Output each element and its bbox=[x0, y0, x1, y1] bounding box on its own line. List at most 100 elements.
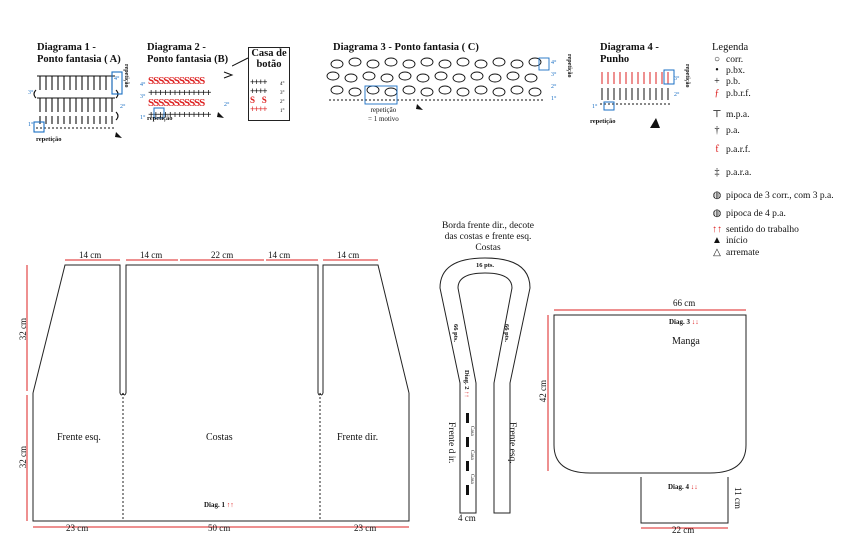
buttonhole-label: Casa bbox=[469, 474, 474, 484]
dim-back-neck: 22 cm bbox=[211, 250, 234, 260]
diagram1-row-2: 2° bbox=[120, 103, 126, 110]
diagram1-rep-side: repetição bbox=[123, 64, 129, 88]
buttonhole-box: Casa de botão bbox=[248, 47, 290, 121]
diagram1-chart: 1° 2° 3° 4° bbox=[28, 71, 126, 138]
dim-cuff-width: 22 cm bbox=[672, 525, 695, 535]
diagram2-row-4: 4° bbox=[140, 81, 146, 88]
svg-text:++++: ++++ bbox=[250, 77, 267, 87]
legend-item: ◍pipoca de 4 p.a. bbox=[712, 208, 786, 219]
half-double-icon: ⊤ bbox=[712, 109, 722, 120]
diagram1-title-line1: Diagrama 1 - bbox=[37, 42, 96, 53]
border-pts-right: 66 pts. bbox=[503, 324, 510, 343]
piece-left-front: Frente esq. bbox=[57, 432, 101, 443]
slip-stitch-icon: • bbox=[715, 65, 719, 76]
legend-item: ↑↑sentido do trabalho bbox=[712, 224, 799, 235]
border-band bbox=[439, 257, 531, 514]
start-icon: ▲ bbox=[712, 235, 722, 246]
diagram2-rep-label: repetição bbox=[147, 115, 173, 122]
legend-item: ◍pipoca de 3 corr., com 3 p.a. bbox=[712, 190, 834, 201]
diagram3-rep-line2: = 1 motivo bbox=[368, 115, 399, 123]
diagram1-title: Diagrama 1 - Ponto fantasia ( A) bbox=[37, 42, 121, 66]
diagram4-row-2: 2° bbox=[674, 91, 680, 98]
diagram3-rep-line1: repetição bbox=[370, 106, 397, 114]
legend-item: •p.bx. bbox=[712, 65, 745, 76]
dim-left-shoulder: 14 cm bbox=[79, 250, 102, 260]
direction-arrows-icon: ↓↓ bbox=[691, 318, 699, 326]
svg-text:SSSSSSSSSSS: SSSSSSSSSSS bbox=[148, 75, 205, 87]
dim-back-bottom: 50 cm bbox=[208, 523, 231, 533]
diagram4-chart: 1° 2° 3° bbox=[592, 69, 680, 111]
buttonhole-title-line1: Casa de bbox=[251, 48, 287, 59]
dim-sleeve-height: 42 cm bbox=[538, 380, 548, 403]
diagram1-rep-label: repetição bbox=[36, 136, 62, 143]
diagram1-row-4: 4° bbox=[114, 75, 120, 82]
legend-item: ○corr. bbox=[713, 54, 744, 65]
diagram2-title-line1: Diagrama 2 - bbox=[147, 42, 206, 53]
border-front-right: Frente d ir. bbox=[446, 422, 456, 464]
diagram3-chart: 1° 2° 3° 4° bbox=[326, 57, 557, 110]
dim-left-bottom: 23 cm bbox=[66, 523, 89, 533]
sleeve-diag3: Diag. 3 ↓↓ bbox=[669, 318, 699, 326]
dim-upper-height: 32 cm bbox=[18, 318, 28, 341]
legend-title: Legenda bbox=[712, 42, 749, 53]
chain-icon: ○ bbox=[713, 54, 721, 65]
diagram2-row-1: 1° bbox=[140, 114, 146, 121]
border-title: Borda frente dir., decote das costas e f… bbox=[430, 221, 546, 254]
dim-right-bottom: 23 cm bbox=[354, 523, 377, 533]
back-outline bbox=[125, 264, 319, 393]
start-arrow-icon bbox=[416, 104, 423, 110]
diagram4-title-line2: Punho bbox=[600, 54, 630, 65]
left-front-outline bbox=[32, 264, 121, 394]
diagram1-title-line2: Ponto fantasia ( A) bbox=[37, 54, 121, 65]
finish-icon: △ bbox=[713, 247, 721, 258]
direction-arrows-icon: ↑↑ bbox=[463, 391, 470, 398]
svg-text:++++: ++++ bbox=[250, 104, 267, 114]
diagram2-title-line2: Ponto fantasia (B) bbox=[147, 54, 229, 65]
legend-item: ⊤m.p.a. bbox=[712, 109, 750, 120]
buttonhole-connector bbox=[232, 57, 249, 67]
buttonhole-row-1: 1° bbox=[280, 109, 285, 114]
buttonhole-row-3: 3° bbox=[280, 91, 285, 96]
border-pts-top: 16 pts. bbox=[476, 262, 495, 269]
diagram3-row-1: 1° bbox=[551, 95, 557, 102]
diagram3-rep-side: repetição bbox=[566, 54, 572, 78]
start-arrow-icon bbox=[115, 132, 122, 138]
buttonhole-row-2: 2° bbox=[280, 100, 285, 105]
legend-item: †p.a. bbox=[712, 125, 740, 136]
legend-item: ‡p.a.r.a. bbox=[712, 167, 752, 178]
popcorn-icon: ◍ bbox=[712, 208, 722, 219]
dim-right-neck: 14 cm bbox=[268, 250, 291, 260]
svg-text:++++: ++++ bbox=[250, 86, 267, 96]
diagram2-row-2: 2° bbox=[224, 101, 230, 108]
direction-arrows-icon: ↑↑ bbox=[226, 501, 234, 509]
border-title-costas: Costas bbox=[475, 243, 501, 253]
start-arrow-icon bbox=[650, 118, 660, 128]
diagram1-stitches bbox=[33, 75, 119, 129]
diagram4-row-1: 1° bbox=[592, 103, 598, 110]
diagram4-title: Diagrama 4 - Punho bbox=[600, 42, 659, 66]
body-schematic bbox=[26, 259, 410, 528]
diagram1-row-1: 1° bbox=[28, 121, 34, 128]
dim-sleeve-top: 66 cm bbox=[673, 298, 696, 308]
dim-left-neck: 14 cm bbox=[140, 250, 163, 260]
buttonhole-label: Casa bbox=[469, 426, 474, 436]
dim-right-shoulder: 14 cm bbox=[337, 250, 360, 260]
border-diag-note: Diag. 2 ↑↑ bbox=[463, 370, 470, 398]
buttonhole-label: Casa bbox=[469, 450, 474, 460]
diagram3-row-3: 3° bbox=[551, 71, 557, 78]
diagram2-chart: SSSSSSSSSSS +++++++++++++ SSSSSSSSSSS ++… bbox=[140, 71, 234, 121]
svg-text:SSSSSSSSSSS: SSSSSSSSSSS bbox=[148, 97, 205, 109]
direction-arrows-icon: ↑↑ bbox=[712, 224, 722, 235]
diagram4-row-3: 3° bbox=[674, 75, 680, 82]
sleeve-schematic bbox=[547, 309, 747, 529]
direction-arrows-icon: ↓↓ bbox=[690, 483, 698, 491]
double-crochet-icon: † bbox=[714, 125, 720, 136]
diagram2-row-3: 3° bbox=[140, 93, 146, 100]
piece-back: Costas bbox=[206, 432, 233, 443]
svg-text:+++++++++++++: +++++++++++++ bbox=[148, 87, 211, 99]
piece-right-front: Frente dir. bbox=[337, 432, 379, 443]
buttonhole-row-4: 4° bbox=[280, 82, 285, 87]
legend-item: ▲início bbox=[712, 235, 748, 246]
dim-lower-height: 32 cm bbox=[18, 446, 28, 469]
